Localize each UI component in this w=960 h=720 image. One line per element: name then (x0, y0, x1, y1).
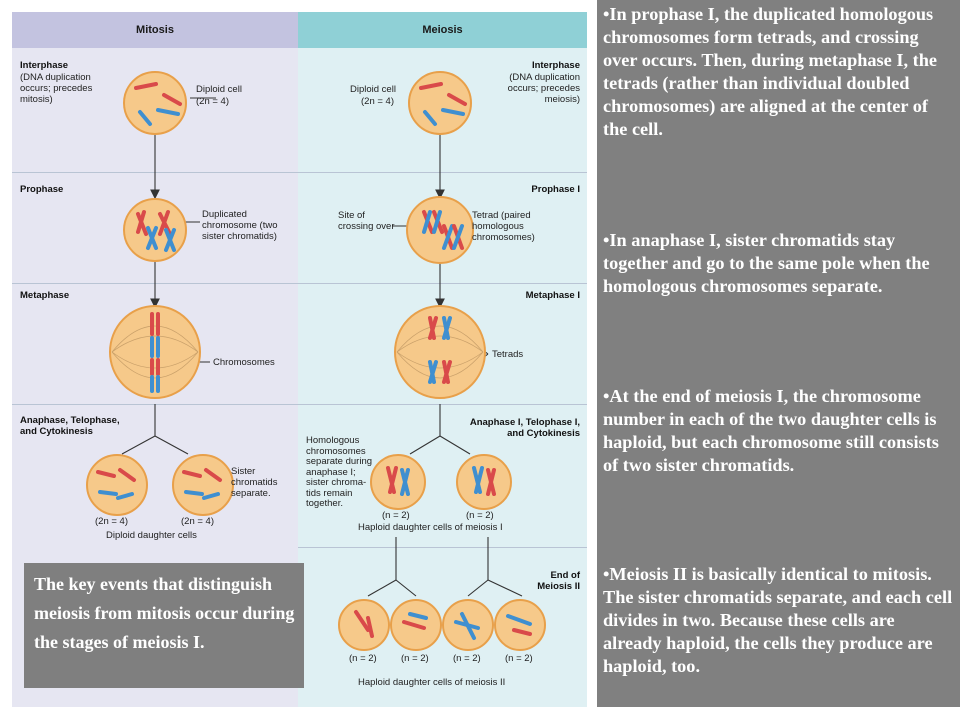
bullet-dot-icon: • (603, 4, 610, 24)
meiosis-header (298, 12, 587, 48)
meiosis-i-n-right: (n = 2) (466, 510, 494, 521)
meiosis-ii-n-1: (n = 2) (349, 653, 377, 664)
meiosis-mitosis-figure: Mitosis Meiosis (12, 12, 587, 707)
note-text: Meiosis II is basically identical to mit… (603, 564, 953, 676)
note-text: In prophase I, the duplicated homologous… (603, 4, 937, 139)
note-bullet: •In anaphase I, sister chromatids stay t… (603, 229, 953, 298)
note-bullet: •In prophase I, the duplicated homologou… (603, 3, 953, 141)
meiosis-ii-n-2: (n = 2) (401, 653, 429, 664)
meiosis-interphase-note: (DNA duplication occurs; precedes meiosi… (507, 72, 580, 105)
meiosis-ii-n-3: (n = 2) (453, 653, 481, 664)
meiosis-anaphase-label: Anaphase I, Telophase I, and Cytokinesis (469, 417, 580, 439)
mitosis-daughter-2n-right: (2n = 4) (181, 516, 215, 527)
meiosis-prophase-label: Prophase I (531, 184, 580, 195)
row-separator (298, 547, 587, 548)
cell-diagram-art (86, 71, 546, 651)
site-of-crossing-over-label: Site of crossing over (338, 210, 395, 232)
meiosis-title: Meiosis (422, 24, 463, 36)
note-bullet: •Meiosis II is basically identical to mi… (603, 563, 953, 678)
key-events-callout (24, 563, 304, 688)
end-of-meiosis-ii-label: End of Meiosis II (537, 570, 580, 592)
mitosis-diploid-cell-label: Diploid cell (196, 84, 242, 95)
meiosis-diploid-cell-label: Diploid cell (350, 84, 396, 95)
meiosis-ii-n-4: (n = 2) (505, 653, 533, 664)
note-text: In anaphase I, sister chromatids stay to… (603, 230, 930, 296)
diploid-daughter-cells-label: Diploid daughter cells (106, 530, 197, 541)
meiosis-i-n-left: (n = 2) (382, 510, 410, 521)
mitosis-interphase-label: Interphase (20, 60, 69, 71)
homologous-separate-label: Homologous chromosomes separate during a… (306, 435, 373, 509)
chromosomes-label: Chromosomes (213, 357, 275, 368)
sister-chromatids-separate-label: Sister chromatids separate. (231, 466, 278, 499)
meiosis-metaphase-label: Metaphase I (525, 290, 580, 301)
haploid-meiosis-ii-label: Haploid daughter cells of meiosis II (358, 677, 506, 688)
bullet-dot-icon: • (603, 386, 610, 406)
meiosis-interphase-label: Interphase (531, 60, 580, 71)
notes-panel (597, 0, 960, 707)
haploid-meiosis-i-label: Haploid daughter cells of meiosis I (358, 522, 503, 533)
tetrads-label: Tetrads (492, 349, 524, 360)
mitosis-interphase-note: (DNA duplication occurs; precedes mitosi… (20, 72, 93, 105)
mitosis-anaphase-label: Anaphase, Telophase, and Cytokinesis (20, 415, 120, 437)
key-events-callout-text: The key events that distinguish meiosis … (34, 574, 295, 652)
note-text: At the end of meiosis I, the chromosome … (603, 386, 939, 475)
mitosis-diploid-2n-label: (2n = 4) (196, 96, 230, 107)
meiosis-diploid-2n-label: (2n = 4) (361, 96, 395, 107)
note-bullet: •At the end of meiosis I, the chromosome… (603, 385, 953, 477)
bullet-dot-icon: • (603, 564, 610, 584)
bullet-dot-icon: • (603, 230, 610, 250)
tetrad-label: Tetrad (paired homologous chromosomes) (472, 210, 535, 243)
mitosis-title: Mitosis (136, 24, 174, 36)
mitosis-daughter-2n-left: (2n = 4) (95, 516, 129, 527)
mitosis-header (12, 12, 298, 48)
row-separator (12, 404, 587, 405)
row-separator (12, 172, 587, 173)
mitosis-prophase-label: Prophase (20, 184, 64, 195)
mitosis-metaphase-label: Metaphase (20, 290, 70, 301)
row-separator (12, 283, 587, 284)
duplicated-chromosome-label: Duplicated chromosome (two sister chroma… (202, 209, 278, 242)
